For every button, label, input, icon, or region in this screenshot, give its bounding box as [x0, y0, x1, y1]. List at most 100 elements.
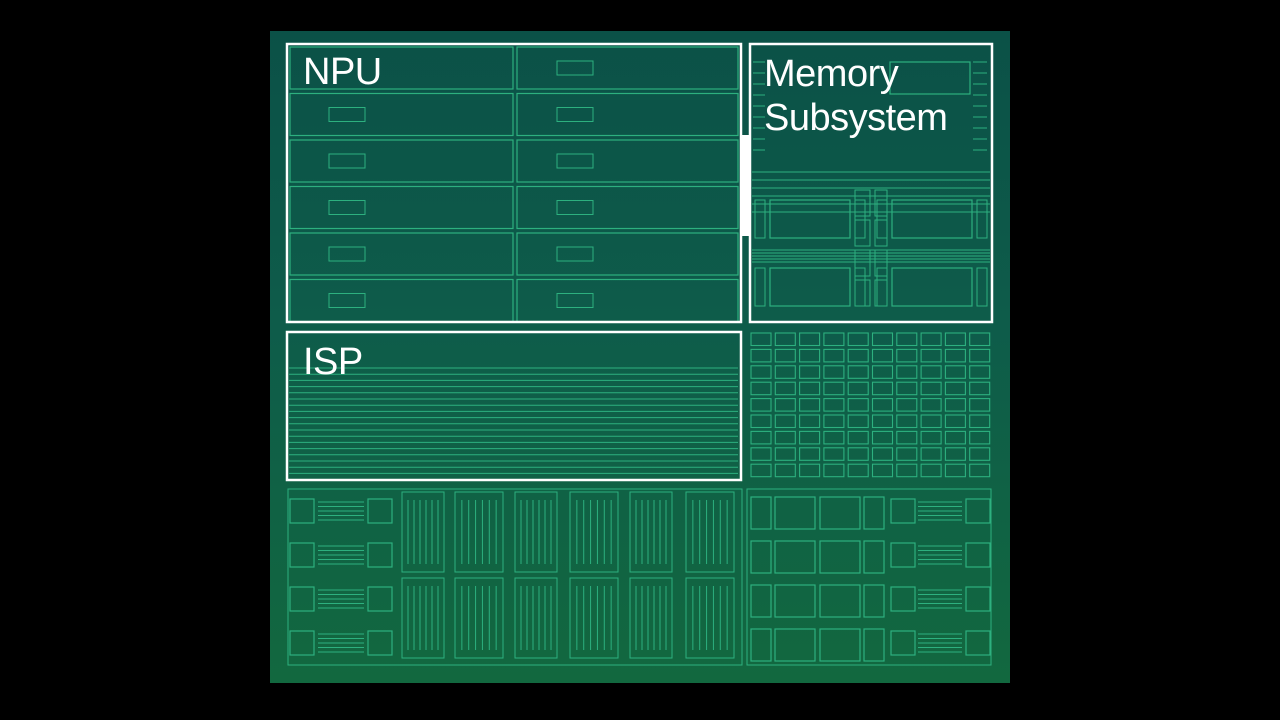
- npu-core: [289, 46, 514, 90]
- cache-cell: [823, 332, 845, 347]
- register-block: [863, 496, 885, 530]
- logic-macro: [965, 630, 991, 656]
- logic-macro: [289, 498, 315, 524]
- cache-cell: [896, 414, 918, 429]
- block-outlines: [285, 42, 994, 482]
- logic-macro: [367, 586, 393, 612]
- register-block: [750, 584, 772, 618]
- npu-core: [516, 185, 739, 230]
- cache-cell: [896, 332, 918, 347]
- cache-cell: [871, 430, 894, 445]
- memory-bank: [891, 199, 973, 239]
- cache-cell: [969, 447, 991, 461]
- memory-bank: [769, 267, 851, 307]
- logic-column: [514, 491, 558, 573]
- cache-cell: [896, 365, 918, 379]
- logic-macro: [289, 542, 315, 568]
- cache-cell: [774, 332, 796, 347]
- logic-column: [454, 577, 504, 659]
- logic-column: [401, 577, 445, 659]
- cache-cell: [823, 365, 845, 379]
- logic-column: [685, 491, 735, 573]
- logic-region: [287, 488, 743, 666]
- cache-cell: [750, 381, 772, 396]
- npu-core-buffer: [556, 246, 594, 262]
- cache-cell: [969, 381, 991, 396]
- cache-cell: [871, 332, 894, 347]
- cache-cell: [896, 430, 918, 445]
- cache-cell: [871, 414, 894, 429]
- cache-cell: [896, 447, 918, 461]
- cache-cell: [847, 332, 869, 347]
- cache-cell: [969, 332, 991, 347]
- isp-outline: [285, 330, 743, 482]
- register-block: [774, 628, 816, 662]
- register-block: [819, 540, 861, 574]
- cache-cell: [799, 398, 821, 412]
- memory-bank-io: [876, 199, 888, 239]
- memory-subsystem-outline: [748, 42, 994, 324]
- memory-bank-io: [854, 199, 866, 239]
- logic-column: [569, 577, 619, 659]
- cache-cell: [944, 398, 966, 412]
- interconnect-bar: [741, 135, 750, 236]
- cache-cell: [896, 398, 918, 412]
- memory-bank: [889, 61, 971, 95]
- cache-cell: [799, 332, 821, 347]
- memory-bank: [891, 267, 973, 307]
- cache-cell: [920, 463, 942, 478]
- cache-cell: [774, 447, 796, 461]
- memory-bank-io: [976, 199, 988, 239]
- cache-cell: [799, 447, 821, 461]
- cache-cell: [823, 430, 845, 445]
- cache-cell: [944, 414, 966, 429]
- logic-macro: [367, 542, 393, 568]
- npu-core-buffer: [556, 60, 594, 76]
- cache-cell: [750, 414, 772, 429]
- cache-cell: [969, 398, 991, 412]
- memory-subsystem-label: Memory Subsystem: [764, 52, 1004, 140]
- isp-label: ISP: [303, 341, 363, 383]
- memory-subsystem-cells: [752, 61, 990, 307]
- bottom-logic-blocks: [287, 488, 992, 666]
- cache-cell: [823, 447, 845, 461]
- cache-cell: [871, 365, 894, 379]
- register-block: [819, 628, 861, 662]
- cache-cell: [774, 414, 796, 429]
- npu-core-buffer: [328, 293, 366, 308]
- isp-lines: [289, 367, 738, 474]
- npu-core-buffer: [328, 200, 366, 215]
- cache-cell: [871, 348, 894, 363]
- cache-cell: [847, 348, 869, 363]
- npu-core: [289, 185, 514, 230]
- logic-macro: [289, 586, 315, 612]
- memory-controller-cell: [854, 189, 871, 217]
- cache-cell: [799, 381, 821, 396]
- cache-cell: [920, 365, 942, 379]
- memory-controller-cell: [854, 219, 871, 247]
- npu-core-buffer: [556, 200, 594, 215]
- memory-bank-io: [754, 199, 766, 239]
- npu-core: [516, 232, 739, 276]
- memory-controller-cell: [854, 249, 871, 277]
- cache-cell: [920, 332, 942, 347]
- npu-cells: [289, 46, 750, 323]
- memory-controller-cell: [854, 279, 871, 307]
- cache-cell: [823, 463, 845, 478]
- logic-column: [514, 577, 558, 659]
- memory-bank-io: [854, 267, 866, 307]
- cache-cell: [920, 398, 942, 412]
- register-block: [819, 584, 861, 618]
- cache-cell: [969, 348, 991, 363]
- logic-macro: [367, 630, 393, 656]
- cache-cell: [823, 414, 845, 429]
- logic-macro: [890, 498, 916, 524]
- npu-core-buffer: [328, 107, 366, 122]
- cache-cell: [799, 348, 821, 363]
- cache-cell: [847, 447, 869, 461]
- memory-bank-io: [876, 267, 888, 307]
- logic-region: [746, 488, 992, 666]
- cache-cell: [896, 463, 918, 478]
- cache-cell: [969, 365, 991, 379]
